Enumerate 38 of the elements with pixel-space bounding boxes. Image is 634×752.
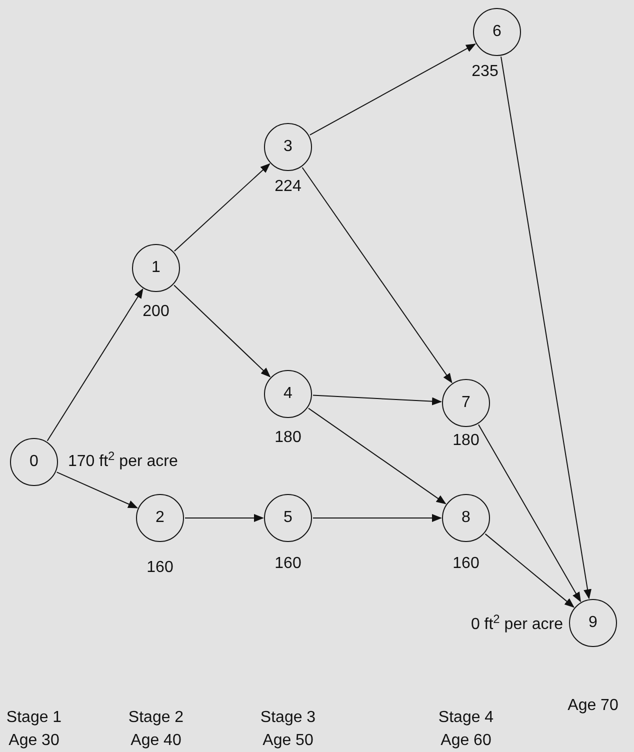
basal-area-value: 200	[142, 302, 170, 322]
basal-area-value: 224	[274, 177, 302, 197]
arrow	[308, 408, 446, 504]
basal-area-value: 170 ft$^{2}$ per acre	[68, 452, 178, 472]
basal-area-value: 160	[146, 558, 174, 578]
node-number: 0	[30, 452, 38, 472]
stage-label: Stage 4 Age 60	[437, 708, 495, 751]
node-number: 1	[152, 258, 160, 278]
basal-area-value: 0 ft$^{2}$ per acre	[470, 615, 563, 635]
node-number: 5	[284, 508, 292, 528]
node-number: 8	[462, 508, 470, 528]
arrow	[312, 514, 442, 522]
arrow	[174, 163, 270, 252]
arrow	[302, 167, 452, 384]
arrow	[478, 424, 581, 602]
node-number: 9	[588, 613, 598, 633]
arrow	[484, 533, 574, 608]
stage-label: Stage 1 Age 30	[5, 708, 63, 751]
stage-label: Stage 2 Age 40	[127, 708, 185, 751]
node-number: 4	[284, 384, 292, 404]
basal-area-value: 160	[274, 554, 302, 574]
basal-area-value: 180	[274, 428, 302, 448]
basal-area-value: 235	[470, 62, 500, 82]
node-number: 6	[492, 22, 502, 42]
arrow	[56, 472, 138, 508]
arrow	[312, 394, 442, 406]
stage-label: Age 70	[566, 696, 620, 716]
node-number: 7	[462, 393, 470, 413]
basal-area-value: 160	[452, 554, 480, 574]
node-number: 2	[156, 508, 164, 528]
stage-label: Stage 3 Age 50	[259, 708, 317, 751]
arrow	[46, 288, 144, 442]
basal-area-value: 180	[452, 431, 480, 451]
arrow	[174, 284, 271, 378]
node-number: 3	[284, 137, 292, 157]
arrow	[184, 514, 264, 522]
arrow	[500, 56, 592, 600]
arrow	[309, 44, 476, 136]
